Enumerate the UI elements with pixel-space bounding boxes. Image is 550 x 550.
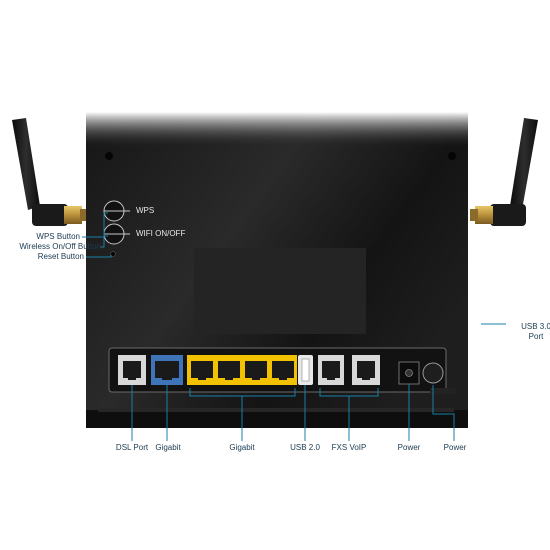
wan-port-shape[interactable] — [151, 355, 183, 385]
usb30-callout-line2: Port — [528, 332, 544, 341]
usb20-port-shape[interactable] — [298, 355, 313, 385]
wps-button-callout: WPS Button — [36, 232, 80, 241]
wireless-button-callout: Wireless On/Off Button — [19, 242, 101, 251]
left-antenna — [12, 118, 88, 226]
wifi-button-shape[interactable] — [103, 223, 130, 245]
wps-device-label: WPS — [136, 206, 155, 215]
usb20-callout: USB 2.0 — [290, 443, 320, 452]
gigabit-wan-callout: Gigabit — [155, 443, 181, 452]
power-jack-callout: Power — [397, 443, 421, 452]
gigabit-lan-callout: Gigabit — [229, 443, 255, 452]
right-antenna — [470, 118, 538, 226]
usb30-callout: USB 3.0 Port — [521, 322, 550, 342]
lan-ports-shape[interactable] — [187, 355, 297, 385]
callout-lines — [82, 212, 506, 441]
wps-button-shape[interactable] — [103, 200, 130, 222]
dsl-port-shape[interactable] — [118, 355, 146, 385]
fxs-voip-callout: FXS VoIP — [331, 443, 367, 452]
wifi-device-label: WIFI ON/OFF — [136, 229, 186, 238]
usb30-callout-line1: USB 3.0 — [521, 322, 550, 331]
power-button-shape[interactable] — [422, 362, 444, 384]
reset-pinhole[interactable] — [110, 251, 116, 257]
dsl-port-callout: DSL Port — [115, 443, 149, 452]
power-jack-shape[interactable] — [398, 361, 420, 385]
power-button-callout: Power — [443, 443, 467, 452]
fxs-ports-shape[interactable] — [318, 355, 380, 385]
reset-button-callout: Reset Button — [37, 252, 84, 261]
